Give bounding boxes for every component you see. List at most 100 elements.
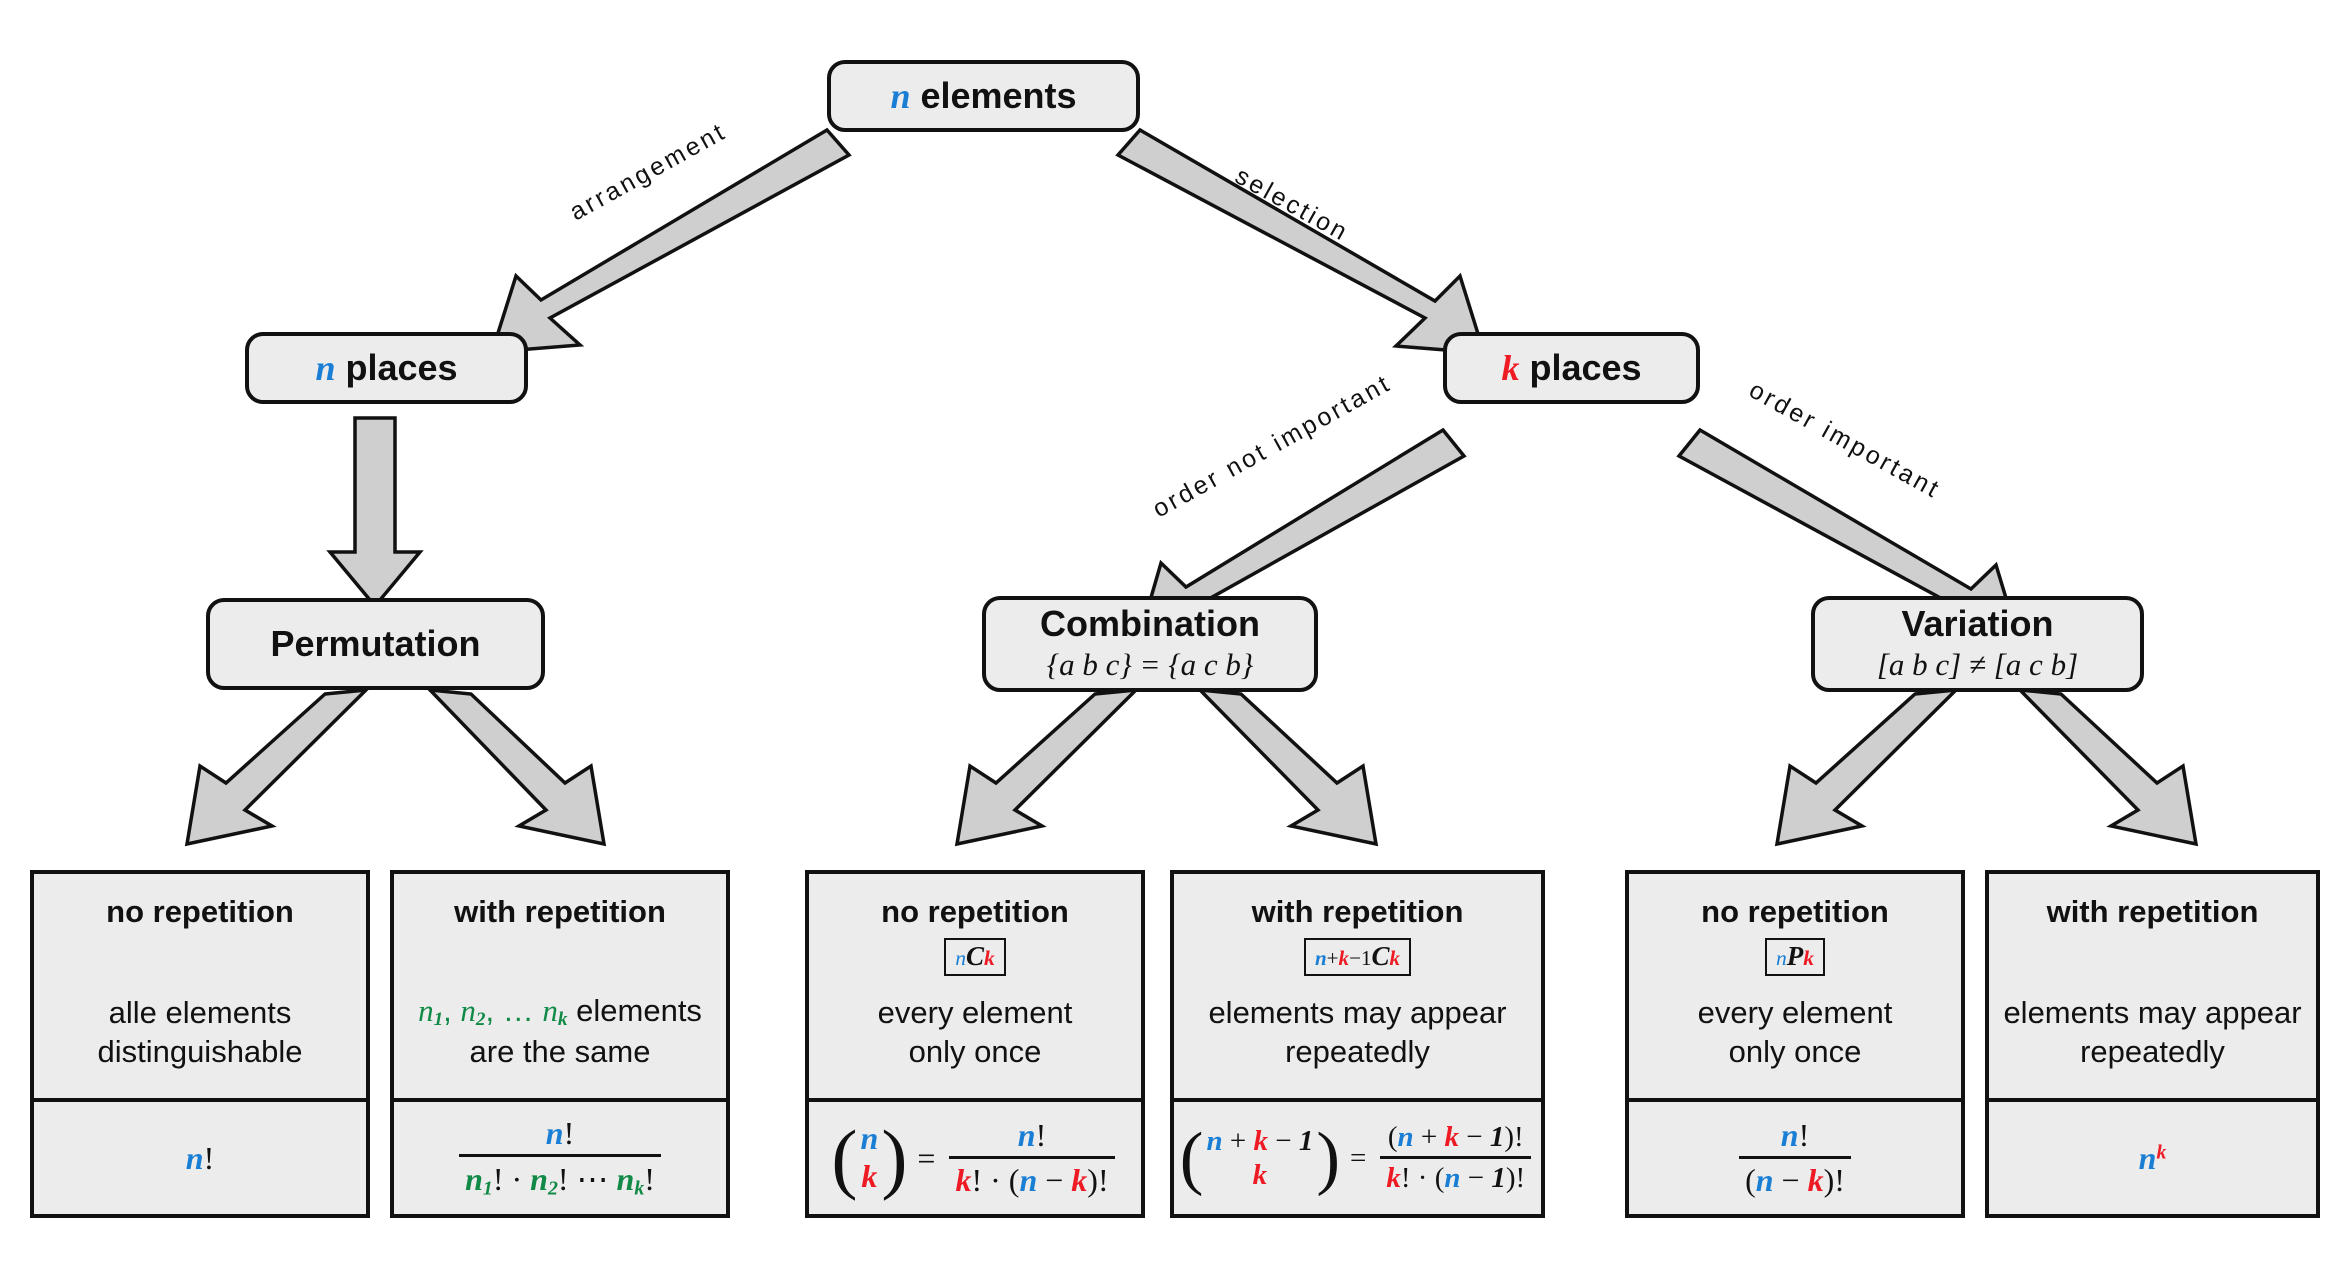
leaf-desc-line: are the same xyxy=(469,1034,651,1070)
node-n-elements-text: elements xyxy=(910,74,1077,116)
arrow-var-no-rep xyxy=(1774,687,1961,847)
symbol-n1: n1 xyxy=(418,992,444,1030)
node-n-elements[interactable]: n elements xyxy=(827,60,1140,132)
leaf-desc-word: elements xyxy=(576,992,702,1028)
leaf-head: no repetition xyxy=(1701,894,1889,929)
symbol-k-sub: k xyxy=(984,946,995,970)
leaf-desc-line: distinguishable xyxy=(97,1034,303,1070)
symbol-n: n xyxy=(890,75,911,116)
leaf-description: elements may appear repeatedly xyxy=(1989,993,2316,1072)
symbol-dots: … xyxy=(502,992,534,1028)
node-n-places-label: n places xyxy=(315,346,458,388)
symbol-n: n xyxy=(185,1139,204,1176)
leaf-variation-no-repetition[interactable]: no repetition nPk every element only onc… xyxy=(1625,870,1965,1218)
leaf-combination-with-repetition[interactable]: with repetition n+k−1Ck elements may app… xyxy=(1170,870,1545,1218)
leaf-combination-no-repetition[interactable]: no repetition nCk every element only onc… xyxy=(805,870,1145,1218)
leaf-upper: no repetition alle elements distinguisha… xyxy=(34,874,366,1102)
fraction: n! (n − k)! xyxy=(1739,1117,1851,1199)
binomial-coefficient: ( n + k − 1 k ) xyxy=(1179,1118,1340,1197)
leaf-desc-line: repeatedly xyxy=(2080,1034,2225,1070)
arrow-permutation xyxy=(326,416,424,609)
leaf-formula: ( n k ) = n! k! · (n − xyxy=(809,1102,1141,1214)
symbol-n-sub: n xyxy=(1775,946,1787,970)
leaf-upper: with repetition elements may appear repe… xyxy=(1989,874,2316,1102)
leaf-head: with repetition xyxy=(2046,894,2259,929)
leaf-formula: nk xyxy=(1989,1102,2316,1214)
fraction-numerator: (n + k − 1)! xyxy=(1387,1121,1524,1153)
symbol-comma: , xyxy=(443,992,452,1028)
node-k-places[interactable]: k places xyxy=(1443,332,1700,404)
symbol-C: C xyxy=(965,941,984,971)
symbol-k: k xyxy=(1501,347,1520,388)
leaf-desc-line: n1, n2, … nk elements xyxy=(394,991,726,1033)
symbol-equals: = xyxy=(1349,1141,1367,1174)
leaf-description: alle elements distinguishable xyxy=(34,993,366,1072)
leaf-variation-with-repetition[interactable]: with repetition elements may appear repe… xyxy=(1985,870,2320,1218)
leaf-permutation-with-repetition[interactable]: with repetition n1, n2, … nk elements ar… xyxy=(390,870,730,1218)
symbol-n: n xyxy=(315,347,336,388)
fraction: n! n1! · n2! ⋯ nk! xyxy=(459,1115,661,1200)
leaf-desc-line: elements may appear xyxy=(1208,994,1507,1030)
node-variation-title: Variation xyxy=(1901,602,2054,644)
leaf-desc-line: only once xyxy=(1728,1034,1862,1070)
edge-label-order-important: order important xyxy=(1744,375,1946,505)
node-combination[interactable]: Combination {a b c} = {a c b} xyxy=(982,596,1318,692)
fraction: (n + k − 1)! k! · (n − 1)! xyxy=(1380,1121,1532,1195)
leaf-notation-npluskminus1Ck: n+k−1Ck xyxy=(1303,938,1412,977)
leaf-upper: no repetition nCk every element only onc… xyxy=(809,874,1141,1102)
symbol-P: P xyxy=(1786,941,1804,971)
node-permutation[interactable]: Permutation xyxy=(206,598,545,690)
node-n-places-text: places xyxy=(335,346,458,388)
leaf-desc-line: every element xyxy=(877,994,1073,1030)
binomial-coefficient: ( n k ) xyxy=(831,1113,908,1201)
leaf-desc-line: repeatedly xyxy=(1285,1034,1430,1070)
leaf-notation-nCk: nCk xyxy=(944,938,1006,977)
node-k-places-text: places xyxy=(1519,346,1642,388)
leaf-description: n1, n2, … nk elements are the same xyxy=(394,991,726,1072)
leaf-notation-nPk: nPk xyxy=(1764,938,1826,977)
leaf-description: every element only once xyxy=(1629,993,1961,1072)
leaf-formula: n! xyxy=(34,1102,366,1214)
symbol-equals: = xyxy=(917,1139,936,1176)
fraction-denominator: k! · (n − 1)! xyxy=(1380,1156,1532,1195)
leaf-head: with repetition xyxy=(454,894,666,929)
leaf-formula: ( n + k − 1 k ) = xyxy=(1174,1102,1541,1214)
symbol-n-sub: n xyxy=(955,946,966,970)
leaf-head: no repetition xyxy=(106,894,294,929)
fraction-denominator: n1! · n2! ⋯ nk! xyxy=(459,1154,661,1200)
node-k-places-label: k places xyxy=(1501,346,1642,388)
node-combination-title: Combination xyxy=(1040,602,1260,644)
leaf-upper: with repetition n+k−1Ck elements may app… xyxy=(1174,874,1541,1102)
symbol-comma: , xyxy=(485,992,495,1028)
node-permutation-title: Permutation xyxy=(270,623,481,665)
leaf-upper: with repetition n1, n2, … nk elements ar… xyxy=(394,874,726,1102)
symbol-nk: nk xyxy=(542,992,568,1030)
leaf-desc-line: only once xyxy=(908,1034,1042,1070)
leaf-formula: n! (n − k)! xyxy=(1629,1102,1961,1214)
fraction-denominator: (n − k)! xyxy=(1739,1156,1851,1199)
edge-label-order-not-important: order not important xyxy=(1147,368,1397,524)
leaf-head: with repetition xyxy=(1251,894,1464,929)
fraction-numerator: n! xyxy=(1780,1117,1810,1153)
leaf-desc-line: every element xyxy=(1697,994,1893,1030)
arrow-perm-with-rep xyxy=(425,687,607,847)
arrow-var-with-rep xyxy=(2015,687,2199,847)
node-variation-subtitle: [a b c] ≠ [a c b] xyxy=(1876,647,2079,683)
fraction-numerator: n! xyxy=(1017,1117,1047,1153)
node-variation[interactable]: Variation [a b c] ≠ [a c b] xyxy=(1811,596,2144,692)
edge-label-selection: selection xyxy=(1230,161,1354,248)
symbol-k-sub: k xyxy=(1803,946,1815,970)
symbol-n2: n2 xyxy=(460,992,486,1030)
edge-label-arrangement: arrangement xyxy=(564,117,732,227)
fraction-denominator: k! · (n − k)! xyxy=(949,1156,1115,1199)
arrow-selection xyxy=(1115,127,1487,355)
leaf-permutation-no-repetition[interactable]: no repetition alle elements distinguisha… xyxy=(30,870,370,1218)
arrow-comb-with-rep xyxy=(1195,687,1379,847)
node-n-places[interactable]: n places xyxy=(245,332,528,404)
symbol-C: C xyxy=(1371,941,1390,971)
leaf-description: every element only once xyxy=(809,993,1141,1072)
node-n-elements-label: n elements xyxy=(890,74,1077,116)
arrow-perm-no-rep xyxy=(184,687,371,847)
fraction: n! k! · (n − k)! xyxy=(949,1117,1115,1199)
